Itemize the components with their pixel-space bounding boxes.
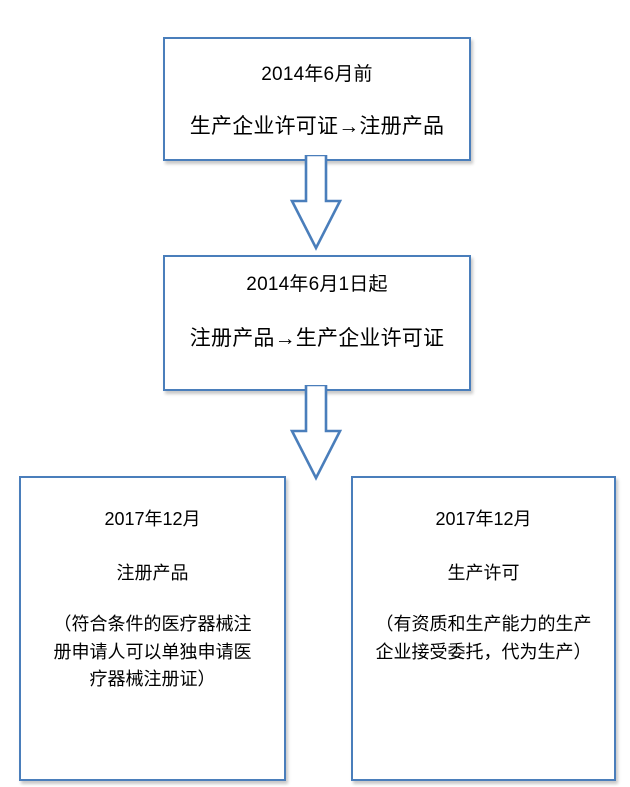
- flow-node-register-product-subtitle: 注册产品: [116, 562, 189, 583]
- flow-node-from-2014-detail: 注册产品→生产企业许可证: [189, 326, 445, 350]
- flow-node-register-product[interactable]: 2017年12月 注册产品 （符合条件的医疗器械注 册申请人可以单独申请医 疗器…: [19, 476, 286, 781]
- flow-arrow-down-2: [286, 383, 346, 486]
- flow-node-manufacturing-license-subtitle: 生产许可: [447, 562, 520, 583]
- flow-node-manufacturing-license-note-line-1: （有资质和生产能力的生产: [375, 614, 592, 635]
- flow-node-register-product-note-line-2: 册申请人可以单独申请医: [53, 641, 252, 662]
- flow-node-pre-2014-detail: 生产企业许可证→注册产品: [189, 114, 445, 138]
- flow-node-manufacturing-license[interactable]: 2017年12月 生产许可 （有资质和生产能力的生产 企业接受委托，代为生产）: [351, 476, 616, 781]
- flow-node-pre-2014-title: 2014年6月前: [261, 64, 373, 85]
- flow-node-register-product-title: 2017年12月: [104, 509, 201, 529]
- flow-node-manufacturing-license-note-line-2: 企业接受委托，代为生产）: [375, 641, 592, 662]
- flow-node-from-2014-title: 2014年6月1日起: [246, 274, 388, 295]
- flow-node-from-2014[interactable]: 2014年6月1日起 注册产品→生产企业许可证: [163, 255, 471, 391]
- flow-node-manufacturing-license-title: 2017年12月: [435, 509, 532, 529]
- flow-arrow-down-1: [286, 153, 346, 256]
- block-arrow-down-icon: [289, 153, 343, 251]
- flow-node-pre-2014[interactable]: 2014年6月前 生产企业许可证→注册产品: [163, 37, 471, 161]
- flow-node-register-product-note-line-1: （符合条件的医疗器械注: [53, 614, 252, 635]
- flow-node-register-product-note-line-3: 疗器械注册证）: [89, 669, 216, 690]
- block-arrow-down-icon: [289, 383, 343, 481]
